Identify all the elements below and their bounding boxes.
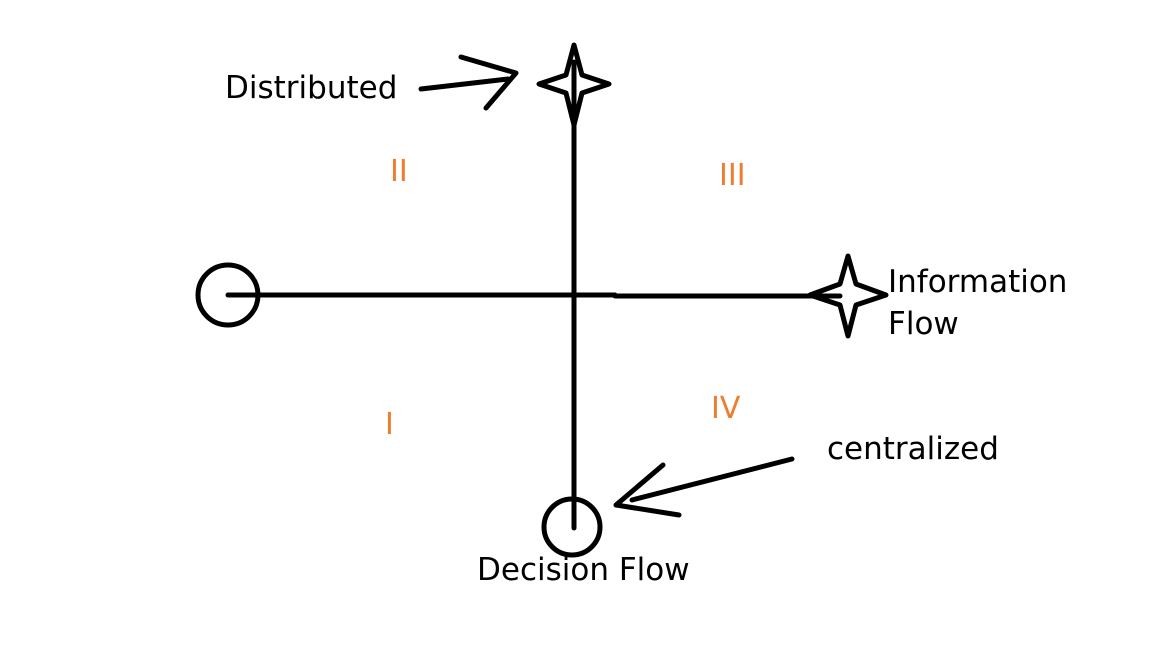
left-origin-circle-icon <box>195 262 261 328</box>
top-star-icon <box>536 42 612 128</box>
information-flow-label: Information Flow <box>888 258 1067 348</box>
information-flow-label-line1: Information <box>888 264 1068 300</box>
quadrant-label-iii: III <box>719 158 746 193</box>
right-star-icon <box>807 253 889 339</box>
distributed-label: Distributed <box>225 70 398 106</box>
quadrant-label-i: I <box>385 407 394 442</box>
quadrant-label-ii: II <box>390 154 408 189</box>
distributed-arrow-icon <box>418 54 519 111</box>
quadrant-label-iv: IV <box>711 391 741 426</box>
centralized-label: centralized <box>827 431 999 467</box>
centralized-arrow-icon <box>613 456 795 518</box>
decision-flow-label: Decision Flow <box>477 552 690 588</box>
information-flow-label-line2: Flow <box>888 306 959 342</box>
bottom-origin-circle-icon <box>541 496 603 558</box>
